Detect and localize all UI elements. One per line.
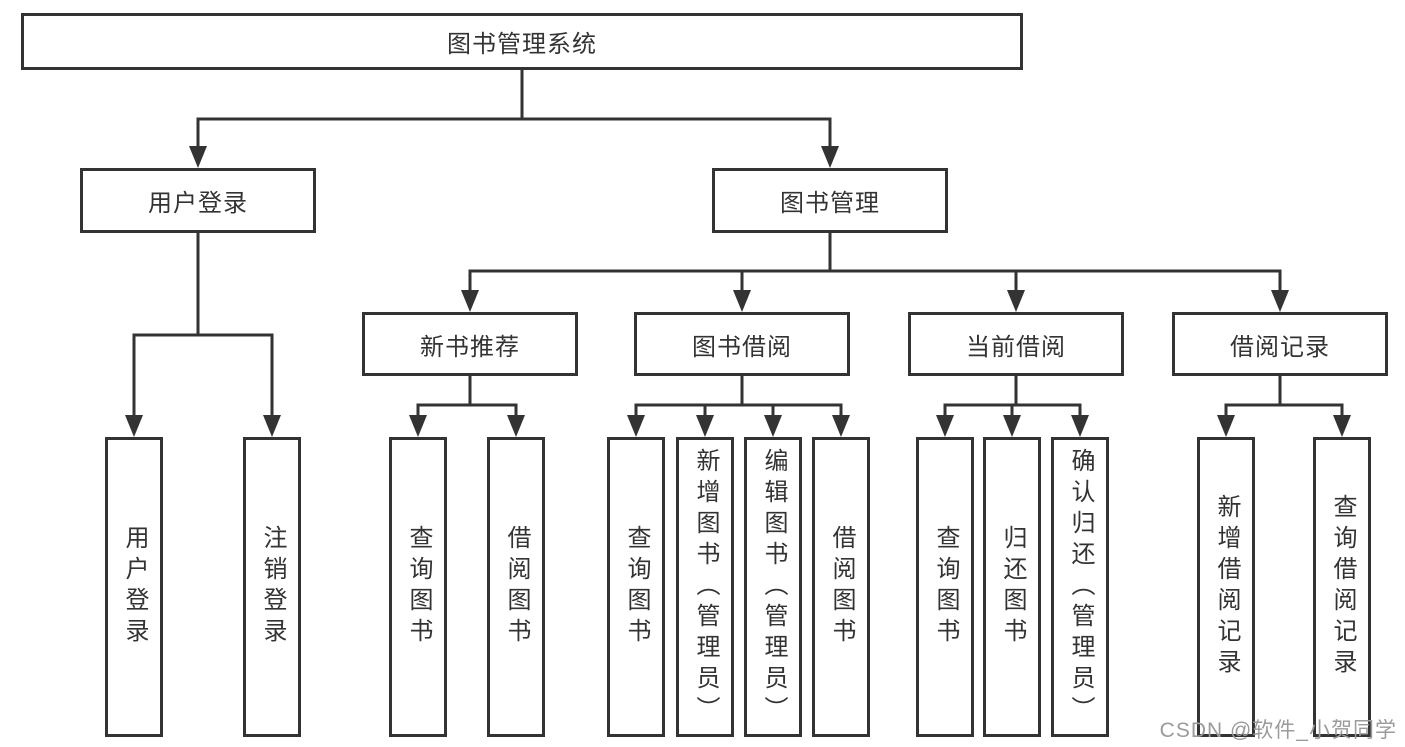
node-label: 注销登录 xyxy=(259,525,286,649)
node-label: 查询图书 xyxy=(623,525,650,649)
node-book-borrow: 图书借阅 xyxy=(634,312,850,376)
node-new-book-recommend: 新书推荐 xyxy=(362,312,578,376)
node-label: 用户登录 xyxy=(121,525,148,649)
node-label: 图书管理 xyxy=(780,190,880,217)
node-current-borrow: 当前借阅 xyxy=(908,312,1124,376)
node-label: 查询图书 xyxy=(932,525,959,649)
node-label: 编辑图书（管理员） xyxy=(760,447,787,727)
node-borrow-records: 借阅记录 xyxy=(1172,312,1388,376)
leaf-query-books-under-current: 查询图书 xyxy=(916,437,974,737)
node-label: 新书推荐 xyxy=(420,333,520,361)
node-label: 查询借阅记录 xyxy=(1329,494,1356,680)
node-book-management: 图书管理 xyxy=(712,168,948,233)
node-label: 新增借阅记录 xyxy=(1213,494,1240,680)
csdn-watermark: CSDN @软件_小贺同学 xyxy=(1159,719,1397,742)
node-label: 确认归还（管理员） xyxy=(1067,447,1094,727)
leaf-borrow-books-under-recommend: 借阅图书 xyxy=(487,437,545,737)
leaf-add-borrow-record: 新增借阅记录 xyxy=(1197,437,1255,737)
node-label: 借阅记录 xyxy=(1230,333,1330,361)
leaf-return-book: 归还图书 xyxy=(983,437,1041,737)
leaf-borrow-books-under-borrow: 借阅图书 xyxy=(812,437,870,737)
leaf-query-books-under-recommend: 查询图书 xyxy=(389,437,447,737)
node-label: 当前借阅 xyxy=(966,333,1066,361)
leaf-query-borrow-record: 查询借阅记录 xyxy=(1313,437,1371,737)
node-library-management-system: 图书管理系统 xyxy=(21,13,1023,70)
leaf-query-books-under-borrow: 查询图书 xyxy=(607,437,665,737)
node-label: 借阅图书 xyxy=(503,525,530,649)
leaf-confirm-return-admin: 确认归还（管理员） xyxy=(1051,437,1109,737)
node-label: 图书管理系统 xyxy=(447,31,597,58)
leaf-logout: 注销登录 xyxy=(243,437,301,737)
leaf-user-login: 用户登录 xyxy=(105,437,163,737)
leaf-add-book-admin: 新增图书（管理员） xyxy=(676,437,734,737)
node-user-login: 用户登录 xyxy=(80,168,316,233)
node-label: 查询图书 xyxy=(405,525,432,649)
node-label: 用户登录 xyxy=(148,190,248,217)
node-label: 图书借阅 xyxy=(692,333,792,361)
node-label: 借阅图书 xyxy=(828,525,855,649)
node-label: 新增图书（管理员） xyxy=(692,447,719,727)
leaf-edit-book-admin: 编辑图书（管理员） xyxy=(744,437,802,737)
node-label: 归还图书 xyxy=(999,525,1026,649)
